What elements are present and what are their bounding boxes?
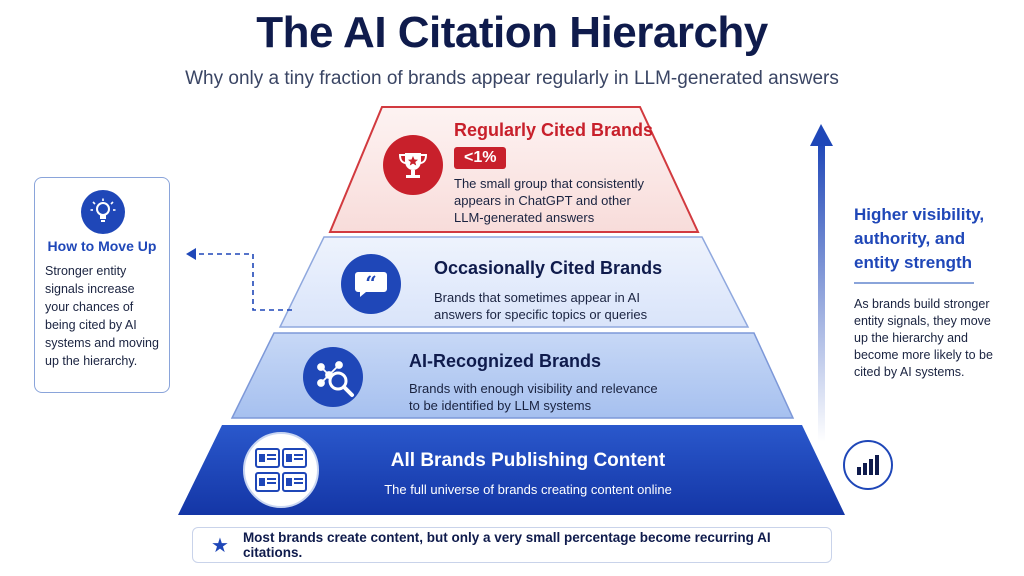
trophy-icon bbox=[383, 135, 443, 195]
tier-description: The full universe of brands creating con… bbox=[384, 482, 672, 497]
bar-chart-icon bbox=[843, 440, 893, 490]
how-to-move-up-description: Stronger entity signals increase your ch… bbox=[45, 264, 159, 368]
quote-icon: “ bbox=[341, 254, 401, 314]
percentage-badge: <1% bbox=[454, 147, 507, 169]
page-subtitle: Why only a tiny fraction of brands appea… bbox=[185, 68, 839, 89]
content-grid-icon bbox=[243, 432, 319, 508]
tier-description: Brands that sometimes appear in AI answe… bbox=[434, 290, 648, 322]
tier-title: Occasionally Cited Brands bbox=[434, 258, 663, 278]
tier-title: AI-Recognized Brands bbox=[409, 351, 602, 371]
tier-3-shape bbox=[230, 332, 795, 419]
tier-regularly-cited: Regularly Cited Brands <1% The small gro… bbox=[454, 120, 684, 226]
page-title: The AI Citation Hierarchy bbox=[256, 8, 768, 57]
lightbulb-icon bbox=[81, 190, 125, 234]
divider bbox=[854, 282, 974, 284]
visibility-title: Higher visibility, authority, and entity… bbox=[854, 205, 985, 272]
how-to-move-up-card: How to Move Up Stronger entity signals i… bbox=[34, 177, 170, 393]
tier-2-shape bbox=[278, 236, 750, 328]
star-icon: ★ bbox=[211, 534, 229, 557]
upward-arrow-head bbox=[810, 124, 833, 146]
tier-all-brands: All Brands Publishing Content The full u… bbox=[338, 450, 718, 498]
tier-description: The small group that consistently appear… bbox=[454, 176, 645, 225]
visibility-description: As brands build stronger entity signals,… bbox=[854, 297, 993, 379]
tier-title: Regularly Cited Brands bbox=[454, 120, 654, 140]
tier-title: All Brands Publishing Content bbox=[390, 450, 666, 471]
footer-note: ★ Most brands create content, but only a… bbox=[192, 527, 832, 563]
tier-ai-recognized: AI-Recognized Brands Brands with enough … bbox=[409, 351, 709, 414]
dashed-connector bbox=[190, 253, 296, 311]
tier-4-shape bbox=[178, 425, 845, 515]
svg-text:“: “ bbox=[365, 271, 377, 295]
tier-description: Brands with enough visibility and releva… bbox=[409, 381, 658, 413]
tier-occasionally-cited: Occasionally Cited Brands Brands that so… bbox=[434, 258, 714, 323]
network-search-icon bbox=[303, 347, 363, 407]
dashed-connector-arrowhead bbox=[186, 248, 196, 260]
upward-arrow-shaft bbox=[818, 142, 825, 442]
footer-text: Most brands create content, but only a v… bbox=[242, 530, 771, 560]
how-to-move-up-title: How to Move Up bbox=[47, 238, 157, 254]
